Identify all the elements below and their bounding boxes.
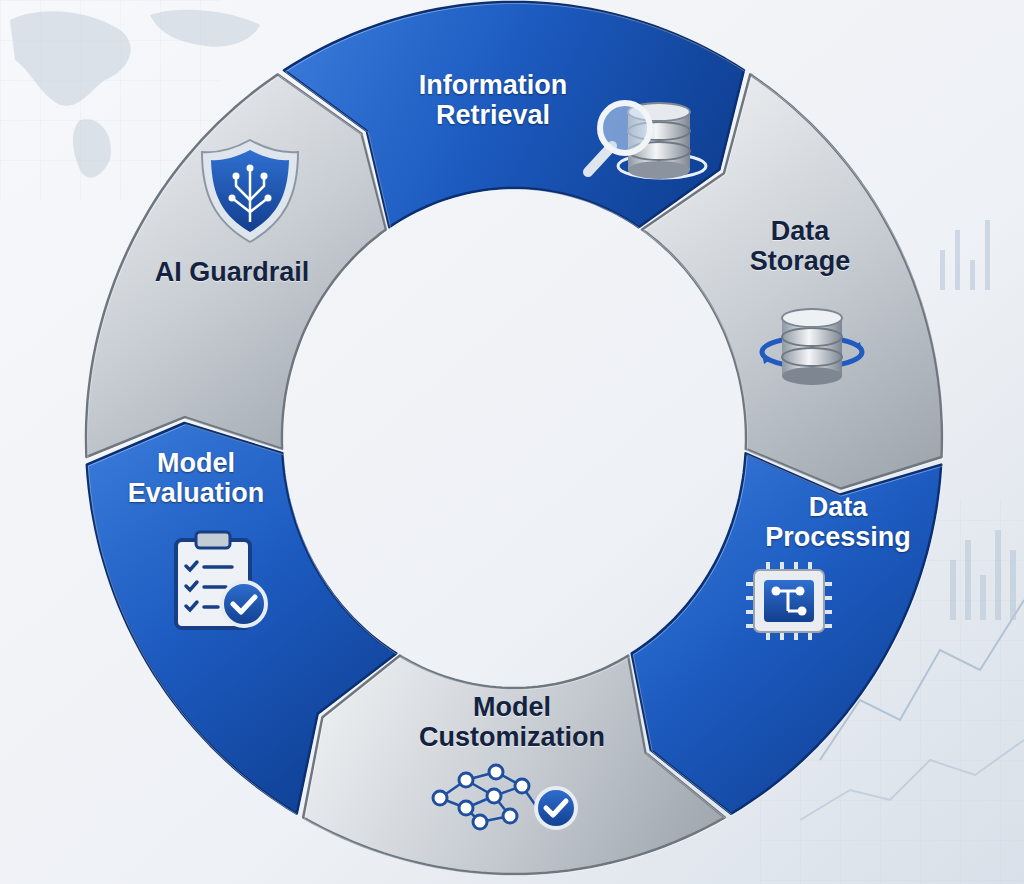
segment-highlight — [88, 425, 398, 816]
segment-label: Information Retrieval — [393, 70, 593, 130]
cycle-segment: Data Processing — [627, 449, 946, 818]
segment-label: Data Processing — [753, 492, 923, 552]
segment-label: Model Customization — [392, 692, 632, 752]
segment-label: Data Storage — [720, 216, 880, 276]
segment-shape — [299, 651, 729, 878]
search-database-icon — [588, 103, 706, 179]
cycle-segment: Model Customization — [299, 651, 729, 878]
cycle-segment: AI Guardrail — [82, 70, 390, 462]
segment-outline — [87, 423, 397, 814]
database-icon — [762, 309, 862, 385]
segment-shape — [627, 449, 946, 818]
processor-chip-icon — [746, 562, 832, 640]
segment-label: Model Evaluation — [111, 448, 281, 508]
chart-bars — [940, 220, 1016, 620]
segment-outline — [303, 656, 725, 874]
segment-label: AI Guardrail — [152, 257, 312, 287]
shield-icon — [202, 140, 298, 242]
segment-highlight — [633, 455, 943, 815]
network-check-icon — [433, 765, 576, 829]
segment-highlight — [305, 657, 727, 875]
segment-outline — [632, 453, 942, 813]
segment-outline — [86, 74, 386, 457]
segment-highlight — [88, 76, 388, 459]
clipboard-check-icon — [176, 532, 266, 628]
